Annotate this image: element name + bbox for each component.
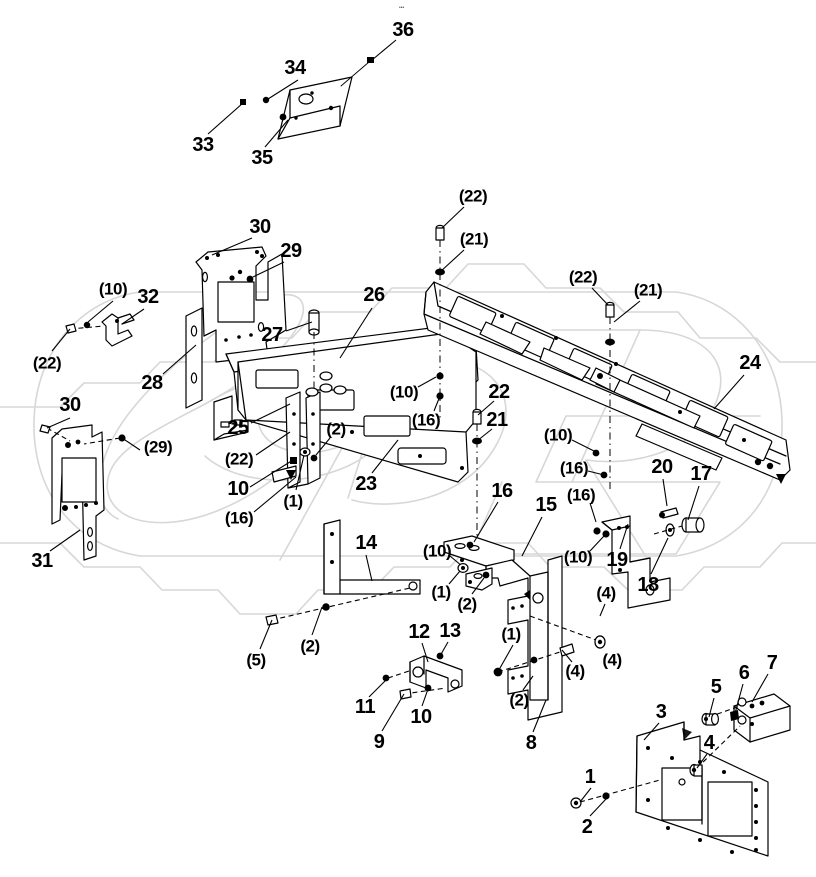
callout-label-23: 23 (355, 473, 377, 495)
callout-label-10: (10) (98, 279, 128, 299)
callout-label-29: 29 (280, 240, 302, 262)
callout-label-22: 22 (488, 381, 510, 403)
callout-label-2: (2) (509, 690, 529, 710)
callout-label-22: (22) (224, 449, 254, 469)
callout-label-12: 12 (408, 621, 430, 643)
callout-label-13: 13 (439, 620, 461, 642)
callout-label-21: (21) (459, 229, 489, 249)
part-31-bracket (51, 424, 105, 561)
callout-label-19: 19 (606, 549, 628, 571)
callout-label-26: 26 (363, 284, 385, 306)
callout-label-5: (5) (246, 650, 266, 670)
callout-label-22: (22) (32, 353, 62, 373)
part-4-bolt (689, 763, 703, 777)
callout-label-16: (16) (224, 508, 254, 528)
part-19-bracket (601, 515, 671, 609)
callout-label-10: (10) (389, 382, 419, 402)
callout-label-3: 3 (655, 701, 667, 723)
callout-label-21: 21 (486, 409, 508, 431)
callout-label-16: (16) (559, 458, 589, 478)
callout-label-1: (1) (283, 491, 303, 511)
callout-label-17: 17 (690, 463, 712, 485)
callout-label-2: (2) (300, 636, 320, 656)
callout-label-1: (1) (431, 582, 451, 602)
fastener-stack-22-21 (472, 408, 482, 560)
callout-label-24: 24 (739, 352, 761, 374)
callout-label-2: 2 (581, 816, 593, 838)
callout-label-22: (22) (458, 186, 488, 206)
callout-label-10: (10) (543, 425, 573, 445)
callout-label-4: (4) (596, 583, 616, 603)
part-34-plate (277, 76, 353, 140)
callout-label-27: 27 (261, 324, 283, 346)
callout-label-10: (10) (422, 541, 452, 561)
part-5-bushing (701, 712, 719, 726)
part-28-bracket (185, 246, 287, 409)
part-17-bushing (681, 517, 705, 533)
callout-label-9: 9 (373, 731, 385, 753)
part-20-pin (659, 507, 679, 519)
callout-label-5: 5 (710, 676, 722, 698)
part-27-pin (308, 309, 320, 336)
callout-label-15: 15 (535, 494, 557, 516)
callout-label-6: 6 (738, 662, 750, 684)
callout-label-22: (22) (568, 267, 598, 287)
callout-label-16: (16) (411, 410, 441, 430)
part-18-washer (665, 523, 675, 537)
callout-label-14: 14 (355, 532, 377, 554)
callout-label-4: (4) (565, 661, 585, 681)
callout-label-29: (29) (143, 437, 173, 457)
part-13-bracket (409, 655, 463, 693)
callout-label-10: 10 (410, 706, 432, 728)
part-24-long-rail (423, 281, 791, 484)
callout-label-34: 34 (284, 57, 306, 79)
callout-label-25: 25 (227, 417, 249, 439)
callout-label-1: (1) (501, 624, 521, 644)
callout-label-2: (2) (457, 594, 477, 614)
callout-label-10: 10 (227, 478, 249, 500)
callout-label-36: 36 (392, 19, 414, 41)
callout-label-21: (21) (633, 280, 663, 300)
callout-label-33: 33 (192, 134, 214, 156)
callout-label-4: 4 (703, 732, 715, 754)
callout-label-18: 18 (637, 574, 659, 596)
callout-label-11: 11 (354, 696, 376, 718)
callout-label-28: 28 (141, 372, 163, 394)
callout-label-30: 30 (59, 394, 81, 416)
part-14-bracket (323, 519, 421, 595)
part-4b-bolt (594, 635, 606, 649)
fastener-stack-right (605, 301, 615, 490)
callout-label-31: 31 (31, 550, 53, 572)
callout-label-35: 35 (251, 147, 273, 169)
callout-label-4: (4) (602, 650, 622, 670)
part-16-plate (443, 535, 515, 567)
callout-label-20: 20 (651, 456, 673, 478)
callout-label-16: 16 (491, 480, 513, 502)
callout-label-8: 8 (525, 732, 537, 754)
corner-artifact-mark: ••• (399, 5, 405, 11)
part-23-rail-plate (237, 329, 477, 483)
callout-label-1: 1 (584, 766, 596, 788)
callout-label-10: (10) (563, 547, 593, 567)
callout-label-32: 32 (137, 286, 159, 308)
callout-label-7: 7 (766, 652, 778, 674)
callout-label-16: (16) (566, 485, 596, 505)
part-3-panel (635, 721, 769, 857)
callout-label-2: (2) (326, 419, 346, 439)
part-7-bracket (733, 693, 791, 743)
callout-label-30: 30 (249, 216, 271, 238)
